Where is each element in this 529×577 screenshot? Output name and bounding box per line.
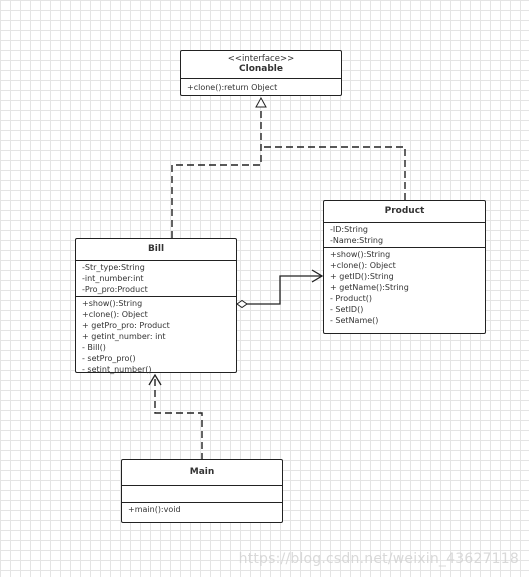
- watermark-text: https://blog.csdn.net/weixin_43627118: [238, 551, 519, 567]
- bill-method: - Bill(): [82, 343, 106, 352]
- clonable-method: +clone():return Object: [187, 83, 278, 92]
- bill-method: + getint_number: int: [82, 332, 166, 341]
- bill-method: +show():String: [82, 299, 143, 308]
- bill-methods: +show():String +clone(): Object + getPro…: [76, 296, 236, 376]
- product-attributes: -ID:String -Name:String: [324, 223, 485, 247]
- product-realizes-clonable-edge: [261, 146, 406, 200]
- clonable-methods: +clone():return Object: [181, 79, 341, 94]
- bill-attribute: -int_number:int: [82, 274, 144, 283]
- bill-aggregates-product-edge: [236, 269, 324, 309]
- bill-class-box[interactable]: Bill -Str_type:String -int_number:int -P…: [75, 238, 237, 376]
- clonable-name: Clonable: [239, 64, 283, 74]
- product-attribute: -ID:String: [330, 225, 368, 234]
- product-name: Product: [384, 206, 425, 216]
- bill-method: +clone(): Object: [82, 310, 148, 319]
- clonable-header: <<interface>> Clonable: [181, 51, 341, 79]
- product-methods: +show():String +clone(): Object + getID(…: [324, 247, 485, 327]
- product-method: - SetID(): [330, 305, 364, 314]
- bill-header: Bill: [76, 239, 236, 261]
- product-class-box[interactable]: Product -ID:String -Name:String +show():…: [323, 200, 486, 334]
- bill-attribute: -Pro_pro:Product: [82, 285, 148, 294]
- product-method: +clone(): Object: [330, 261, 396, 270]
- product-method: + getID():String: [330, 272, 394, 281]
- product-method: - Product(): [330, 294, 373, 303]
- clonable-interface-box[interactable]: <<interface>> Clonable +clone():return O…: [180, 50, 342, 96]
- bill-method: - setPro_pro(): [82, 354, 136, 363]
- bill-method: - setint_number(): [82, 365, 152, 374]
- bill-method: + getPro_pro: Product: [82, 321, 170, 330]
- bill-attributes: -Str_type:String -int_number:int -Pro_pr…: [76, 261, 236, 296]
- product-method: - SetName(): [330, 316, 379, 325]
- main-class-box[interactable]: Main +main():void: [121, 459, 283, 523]
- main-header: Main: [122, 460, 282, 486]
- main-attributes: [122, 486, 282, 502]
- main-methods: +main():void: [122, 502, 282, 516]
- bill-realizes-clonable-edge: [171, 96, 267, 238]
- product-attribute: -Name:String: [330, 236, 384, 245]
- product-header: Product: [324, 201, 485, 223]
- clonable-stereotype: <<interface>>: [227, 54, 295, 64]
- main-depends-bill-edge: [148, 373, 203, 460]
- product-method: + getName():String: [330, 283, 409, 292]
- bill-attribute: -Str_type:String: [82, 263, 145, 272]
- main-name: Main: [189, 467, 215, 477]
- product-method: +show():String: [330, 250, 391, 259]
- bill-name: Bill: [147, 244, 165, 254]
- main-method: +main():void: [128, 505, 181, 514]
